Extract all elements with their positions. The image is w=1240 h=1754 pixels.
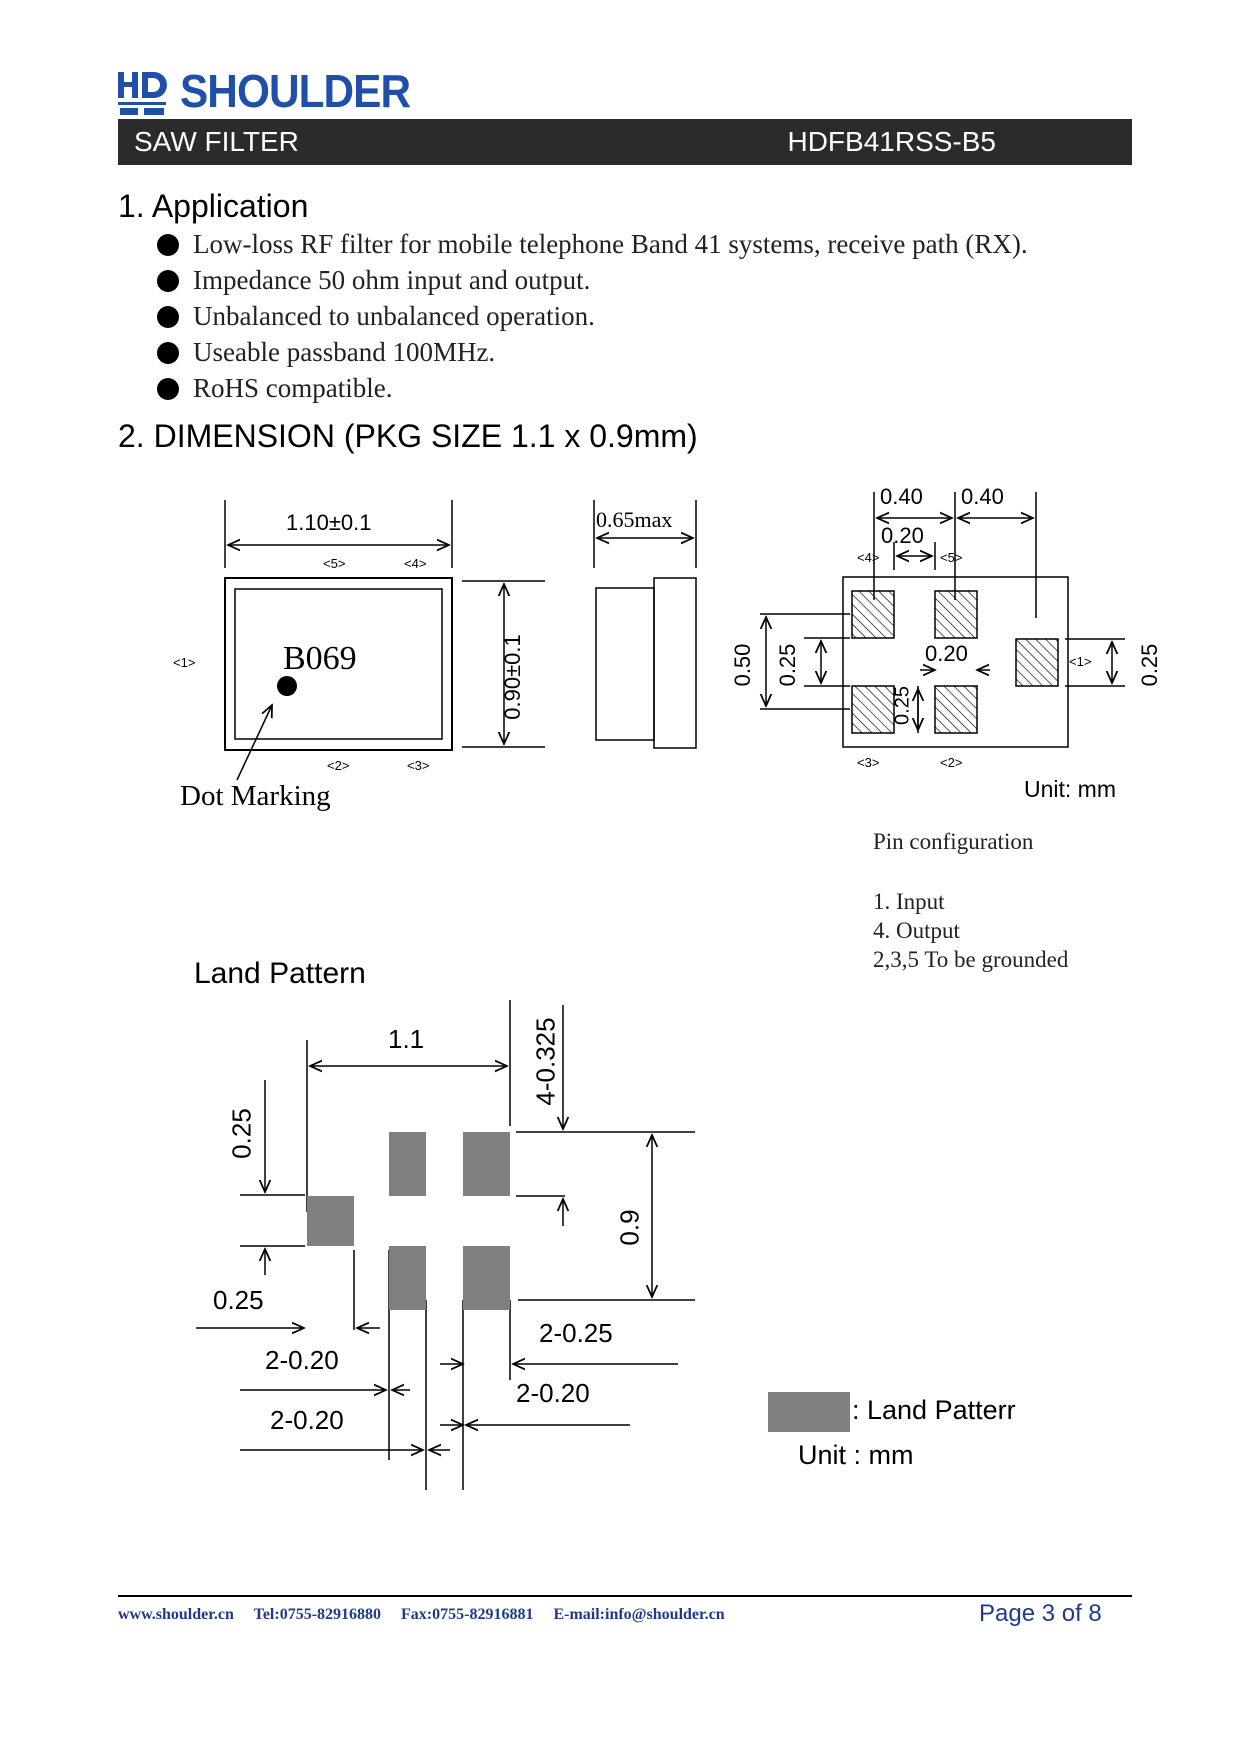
- hd-logo-mark-icon: [118, 72, 167, 115]
- bottom-dim-020-mid: 0.20: [925, 641, 968, 666]
- land-pad: [389, 1246, 426, 1310]
- bottom-dim-025-mid: 0.25: [891, 686, 914, 725]
- bottom-pin-label-2: <2>: [940, 755, 963, 770]
- page-number: Page 3 of 8: [979, 1600, 1102, 1627]
- land-pad: [463, 1246, 510, 1310]
- application-list: Low-loss RF filter for mobile telephone …: [157, 226, 1028, 406]
- company-logo: SHOULDER: [118, 65, 411, 118]
- bullet-icon: [157, 234, 179, 256]
- bottom-pin-label-3: <3>: [857, 755, 880, 770]
- footer-contact: www.shoulder.cn Tel:0755-82916880 Fax:07…: [118, 1606, 741, 1624]
- bullet-icon: [157, 306, 179, 328]
- bottom-pin-label-5: <5>: [940, 550, 963, 565]
- part-number: HDFB41RSS-B5: [787, 126, 996, 157]
- land-unit-label: Unit : mm: [798, 1440, 914, 1470]
- top-width-label: 1.10±0.1: [286, 510, 372, 535]
- land-pad-height-label: 0.25: [226, 1108, 257, 1159]
- bullet-icon: [157, 270, 179, 292]
- land-legend-label: : Land Patterr: [852, 1395, 1016, 1425]
- pin-config-line: 2,3,5 To be grounded: [873, 947, 1069, 972]
- chip-marking: B069: [283, 640, 357, 677]
- bottom-dim-040-a: 0.40: [880, 484, 923, 509]
- application-heading: 1. Application: [118, 188, 309, 224]
- pin-config-list: 1. Input 4. Output 2,3,5 To be grounded: [873, 887, 1068, 974]
- footer-fax: Fax:0755-82916881: [401, 1606, 534, 1623]
- legend-swatch: [768, 1392, 850, 1432]
- land-dim-a-label: 2-0.20: [265, 1345, 339, 1375]
- dot-marking-label: Dot Marking: [180, 780, 331, 812]
- pin-config-line: 4. Output: [873, 918, 960, 943]
- land-pad-gap-label: 4-0.325: [530, 1017, 561, 1106]
- bottom-view-drawing: [760, 492, 1125, 748]
- side-height-label: 0.65max: [596, 507, 673, 532]
- land-pads: [307, 1132, 850, 1432]
- dimension-unit: Unit: mm: [1024, 776, 1116, 802]
- land-pad: [307, 1196, 354, 1246]
- list-item: Unbalanced to unbalanced operation.: [157, 298, 1028, 334]
- bottom-pin-label-4: <4>: [857, 550, 880, 565]
- footer-email[interactable]: E-mail:info@shoulder.cn: [553, 1606, 725, 1623]
- list-item: RoHS compatible.: [157, 370, 1028, 406]
- product-type: SAW FILTER: [134, 126, 299, 157]
- land-pad: [389, 1132, 426, 1196]
- bottom-dim-025-right: 0.25: [1137, 643, 1162, 687]
- land-dim-b-label: 2-0.25: [539, 1318, 613, 1348]
- footer-tel: Tel:0755-82916880: [253, 1606, 382, 1623]
- pin-label-1: <1>: [173, 655, 196, 670]
- pin-config-line: 1. Input: [873, 889, 945, 914]
- land-dim-c-label: 2-0.20: [516, 1378, 590, 1408]
- land-pattern-heading: Land Pattern: [194, 957, 366, 990]
- land-pad-width-label: 0.25: [213, 1285, 264, 1315]
- footer-website[interactable]: www.shoulder.cn: [118, 1606, 234, 1623]
- bottom-dim-040-b: 0.40: [961, 484, 1004, 509]
- land-total-height-label: 0.9: [614, 1209, 645, 1246]
- dimension-heading: 2. DIMENSION (PKG SIZE 1.1 x 0.9mm): [118, 418, 698, 454]
- land-pad: [463, 1132, 510, 1196]
- bullet-icon: [157, 342, 179, 364]
- logo-wordmark: SHOULDER: [180, 65, 411, 117]
- pin-label-5: <5>: [323, 556, 346, 571]
- pin-label-3: <3>: [407, 758, 430, 773]
- footer-divider: [118, 1595, 1132, 1597]
- list-item: Impedance 50 ohm input and output.: [157, 262, 1028, 298]
- title-bar: SAW FILTER HDFB41RSS-B5: [118, 119, 1132, 165]
- top-height-label: 0.90±0.1: [500, 634, 525, 720]
- pin-label-2: <2>: [327, 758, 350, 773]
- land-dim-d-label: 2-0.20: [270, 1405, 344, 1435]
- list-item: Low-loss RF filter for mobile telephone …: [157, 226, 1028, 262]
- bottom-pin-label-1: <1>: [1069, 654, 1092, 669]
- bottom-dim-050: 0.50: [730, 643, 755, 687]
- side-view-drawing: [593, 500, 697, 749]
- pin-label-4: <4>: [404, 556, 427, 571]
- pin-config-title: Pin configuration: [873, 829, 1034, 854]
- top-view-drawing: [224, 500, 545, 781]
- bottom-dim-020-top: 0.20: [881, 523, 924, 548]
- bullet-icon: [157, 378, 179, 400]
- bottom-dim-025-left: 0.25: [775, 643, 800, 687]
- land-width-label: 1.1: [388, 1024, 425, 1054]
- list-item: Useable passband 100MHz.: [157, 334, 1028, 370]
